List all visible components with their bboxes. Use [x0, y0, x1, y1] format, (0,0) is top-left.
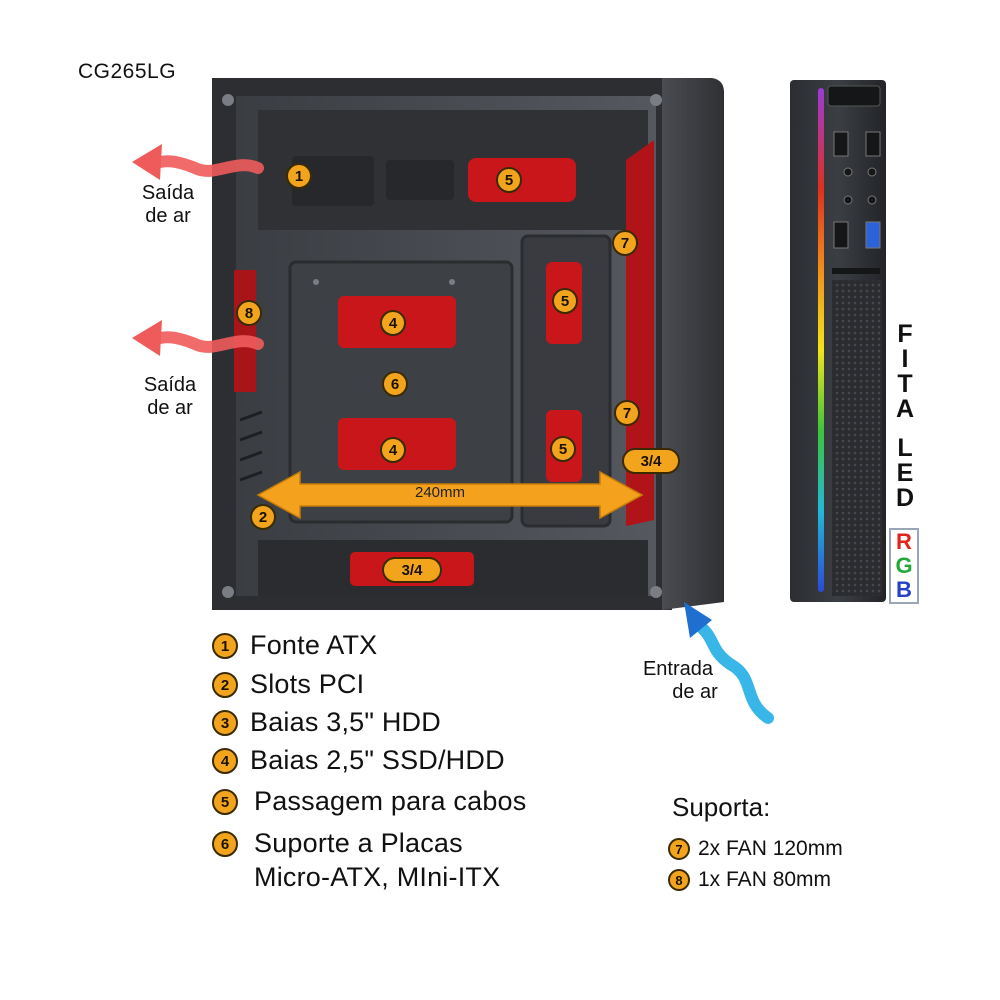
led-strip-label: F I T A L E D	[890, 322, 920, 511]
air-exit-label-top-line1: Saída	[141, 182, 195, 204]
legend-item-cable: 5 Passagem para cabos	[212, 784, 526, 818]
badge-cable-mid: 5	[552, 288, 578, 314]
legend-text-1: Fonte ATX	[250, 630, 378, 660]
badge-hdd-bottom: 3/4	[382, 557, 442, 583]
badge-fan-front-top: 7	[612, 230, 638, 256]
legend-item-ssd: 4 Baias 2,5" SSD/HDD	[212, 743, 505, 777]
legend-badge-6: 6	[212, 831, 238, 857]
air-exit-arrow-top	[132, 144, 264, 180]
air-intake-label: Entrada de ar	[628, 658, 728, 704]
led-letter-e: E	[896, 459, 914, 487]
badge-motherboard: 6	[382, 371, 408, 397]
air-exit-label-bottom-line1: Saída	[143, 374, 197, 396]
legend-text-5: Passagem para cabos	[254, 786, 527, 816]
legend-badge-2: 2	[212, 672, 238, 698]
legend-text-6-line1: Suporte a Placas	[254, 828, 463, 858]
badge-fan-rear: 8	[236, 300, 262, 326]
rgb-letter-r: R	[896, 529, 912, 554]
air-exit-arrow-bottom	[132, 320, 264, 356]
air-intake-label-line1: Entrada	[642, 658, 714, 680]
badge-psu: 1	[286, 163, 312, 189]
rgb-label-box: R G B	[889, 528, 919, 604]
air-intake-label-line2: de ar	[672, 681, 718, 703]
badge-ssd-upper: 4	[380, 310, 406, 336]
fita-letter-a: A	[895, 395, 915, 423]
led-letter-l: L	[897, 434, 913, 462]
suporta-badge-7: 7	[668, 838, 690, 860]
badge-hdd-side: 3/4	[622, 448, 680, 474]
badge-ssd-lower: 4	[380, 437, 406, 463]
legend-item-psu: 1 Fonte ATX	[212, 628, 377, 662]
rgb-led-strip	[818, 88, 824, 592]
legend-text-6: Suporte a Placas Micro-ATX, MIni-ITX	[254, 826, 500, 894]
legend-item-motherboard: 6 Suporte a Placas Micro-ATX, MIni-ITX	[212, 826, 500, 894]
legend-badge-4: 4	[212, 748, 238, 774]
suporta-text-7: 2x FAN 120mm	[698, 837, 843, 860]
legend-text-2: Slots PCI	[250, 669, 365, 699]
dimension-label: 240mm	[414, 484, 466, 501]
legend-text-3: Baias 3,5" HDD	[250, 707, 441, 737]
dimension-arrow	[256, 470, 644, 520]
legend-item-hdd: 3 Baias 3,5" HDD	[212, 705, 441, 739]
fita-letter-t: T	[897, 370, 913, 398]
badge-cable-top: 5	[496, 167, 522, 193]
air-exit-label-top-line2: de ar	[145, 205, 191, 227]
legend-badge-3: 3	[212, 710, 238, 736]
rgb-letter-g: G	[895, 553, 913, 578]
legend-text-6-line2: Micro-ATX, MIni-ITX	[254, 862, 501, 892]
air-exit-label-bottom-line2: de ar	[147, 397, 193, 419]
air-exit-label-top: Saída de ar	[128, 182, 208, 228]
air-exit-label-bottom: Saída de ar	[130, 374, 210, 420]
suporta-title: Suporta:	[672, 792, 771, 822]
legend-badge-1: 1	[212, 633, 238, 659]
rgb-letter-b: B	[896, 577, 912, 602]
model-name: CG265LG	[78, 60, 177, 83]
fita-letter-f: F	[897, 320, 913, 348]
cable-pass-top	[468, 158, 576, 202]
suporta-text-8: 1x FAN 80mm	[698, 868, 832, 891]
air-intake-arrow	[684, 602, 774, 724]
fita-letter-i: I	[901, 345, 909, 373]
suporta-badge-8: 8	[668, 869, 690, 891]
legend-item-pci: 2 Slots PCI	[212, 667, 364, 701]
badge-cable-low: 5	[550, 436, 576, 462]
front-panel	[790, 80, 886, 602]
rear-fan-mount	[234, 270, 256, 392]
suporta-item-fan120: 7 2x FAN 120mm	[668, 837, 843, 861]
legend-badge-5: 5	[212, 789, 238, 815]
led-letter-d: D	[895, 484, 915, 512]
legend-text-4: Baias 2,5" SSD/HDD	[250, 745, 505, 775]
badge-fan-front-bottom: 7	[614, 400, 640, 426]
badge-pci-slots: 2	[250, 504, 276, 530]
suporta-item-fan80: 8 1x FAN 80mm	[668, 868, 831, 892]
